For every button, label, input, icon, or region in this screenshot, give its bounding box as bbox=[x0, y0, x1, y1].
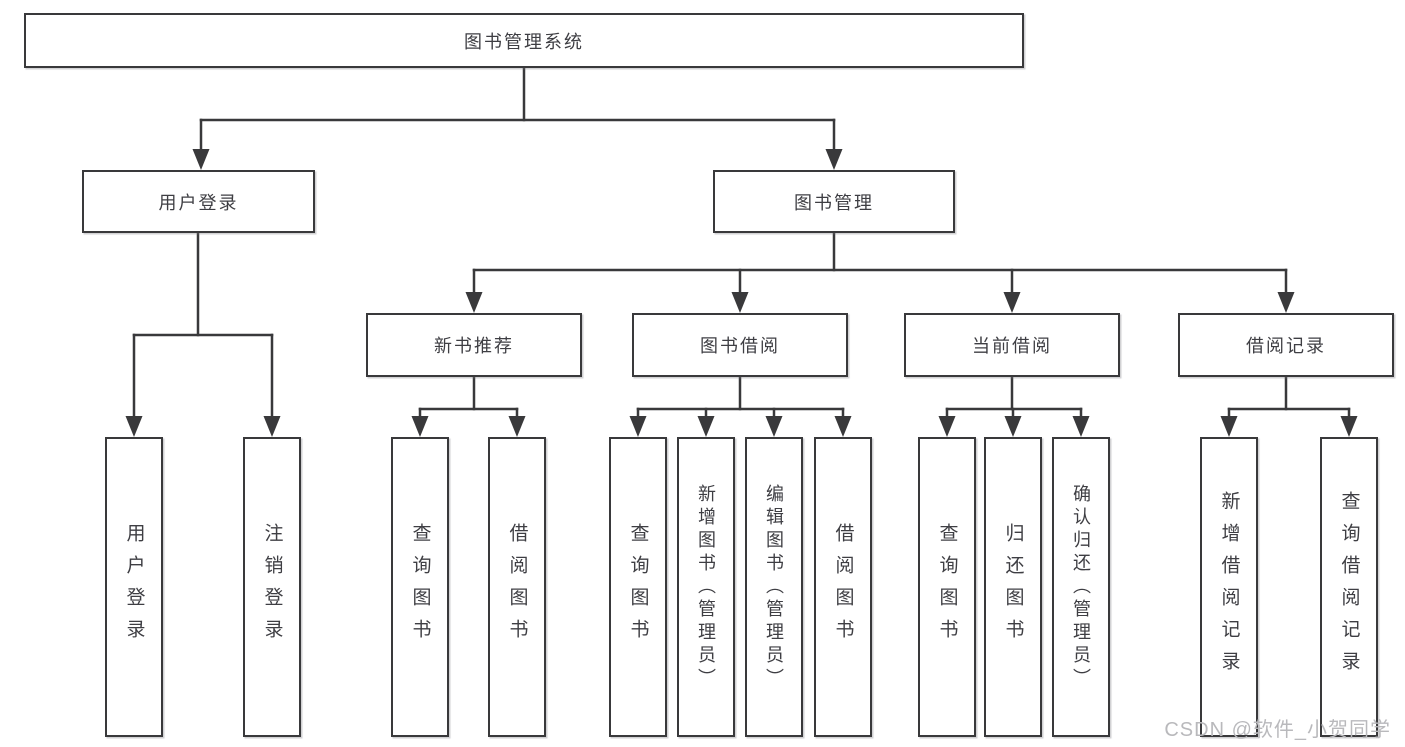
node-new-book-recommend-label: 新书推荐 bbox=[434, 336, 514, 356]
node-book-borrow: 图书借阅 bbox=[632, 313, 848, 377]
leaf-query-books-borrow-label: 查询图书 bbox=[627, 523, 649, 651]
node-book-management: 图书管理 bbox=[713, 170, 955, 233]
leaf-add-borrow-record-label: 新增借阅记录 bbox=[1218, 491, 1240, 683]
leaf-query-borrow-record-label: 查询借阅记录 bbox=[1338, 491, 1360, 683]
leaf-return-book-label: 归还图书 bbox=[1002, 523, 1024, 651]
node-current-borrow-label: 当前借阅 bbox=[972, 336, 1052, 356]
leaf-logout-label: 注销登录 bbox=[261, 523, 283, 651]
leaf-query-books-current-label: 查询图书 bbox=[936, 523, 958, 651]
leaf-borrow-books-recommend-label: 借阅图书 bbox=[506, 523, 528, 651]
leaf-borrow-books-2-label: 借阅图书 bbox=[832, 523, 854, 651]
leaf-borrow-books-recommend: 借阅图书 bbox=[488, 437, 546, 737]
leaf-user-login: 用户登录 bbox=[105, 437, 163, 737]
node-root-label: 图书管理系统 bbox=[464, 31, 584, 52]
leaf-borrow-books-2: 借阅图书 bbox=[814, 437, 872, 737]
leaf-add-book-admin: 新增图书（管理员） bbox=[677, 437, 735, 737]
leaf-user-login-label: 用户登录 bbox=[123, 523, 145, 651]
leaf-query-books-recommend: 查询图书 bbox=[391, 437, 449, 737]
node-user-login: 用户登录 bbox=[82, 170, 315, 233]
leaf-query-books-current: 查询图书 bbox=[918, 437, 976, 737]
watermark-text: CSDN @软件_小贺同学 bbox=[1164, 719, 1391, 741]
node-user-login-label: 用户登录 bbox=[158, 192, 239, 213]
leaf-confirm-return-admin: 确认归还（管理员） bbox=[1052, 437, 1110, 737]
leaf-edit-book-admin: 编辑图书（管理员） bbox=[745, 437, 803, 737]
node-root: 图书管理系统 bbox=[24, 13, 1024, 68]
leaf-confirm-return-admin-label: 确认归还（管理员） bbox=[1071, 483, 1091, 691]
node-current-borrow: 当前借阅 bbox=[904, 313, 1120, 377]
leaf-logout: 注销登录 bbox=[243, 437, 301, 737]
leaf-query-books-borrow: 查询图书 bbox=[609, 437, 667, 737]
leaf-query-borrow-record: 查询借阅记录 bbox=[1320, 437, 1378, 737]
node-book-borrow-label: 图书借阅 bbox=[700, 336, 780, 356]
leaf-add-borrow-record: 新增借阅记录 bbox=[1200, 437, 1258, 737]
node-book-management-label: 图书管理 bbox=[794, 192, 874, 213]
leaf-edit-book-admin-label: 编辑图书（管理员） bbox=[764, 483, 784, 691]
node-borrow-records-label: 借阅记录 bbox=[1246, 336, 1326, 356]
leaf-return-book: 归还图书 bbox=[984, 437, 1042, 737]
leaf-query-books-recommend-label: 查询图书 bbox=[409, 523, 431, 651]
leaf-add-book-admin-label: 新增图书（管理员） bbox=[696, 483, 716, 691]
node-new-book-recommend: 新书推荐 bbox=[366, 313, 582, 377]
node-borrow-records: 借阅记录 bbox=[1178, 313, 1394, 377]
